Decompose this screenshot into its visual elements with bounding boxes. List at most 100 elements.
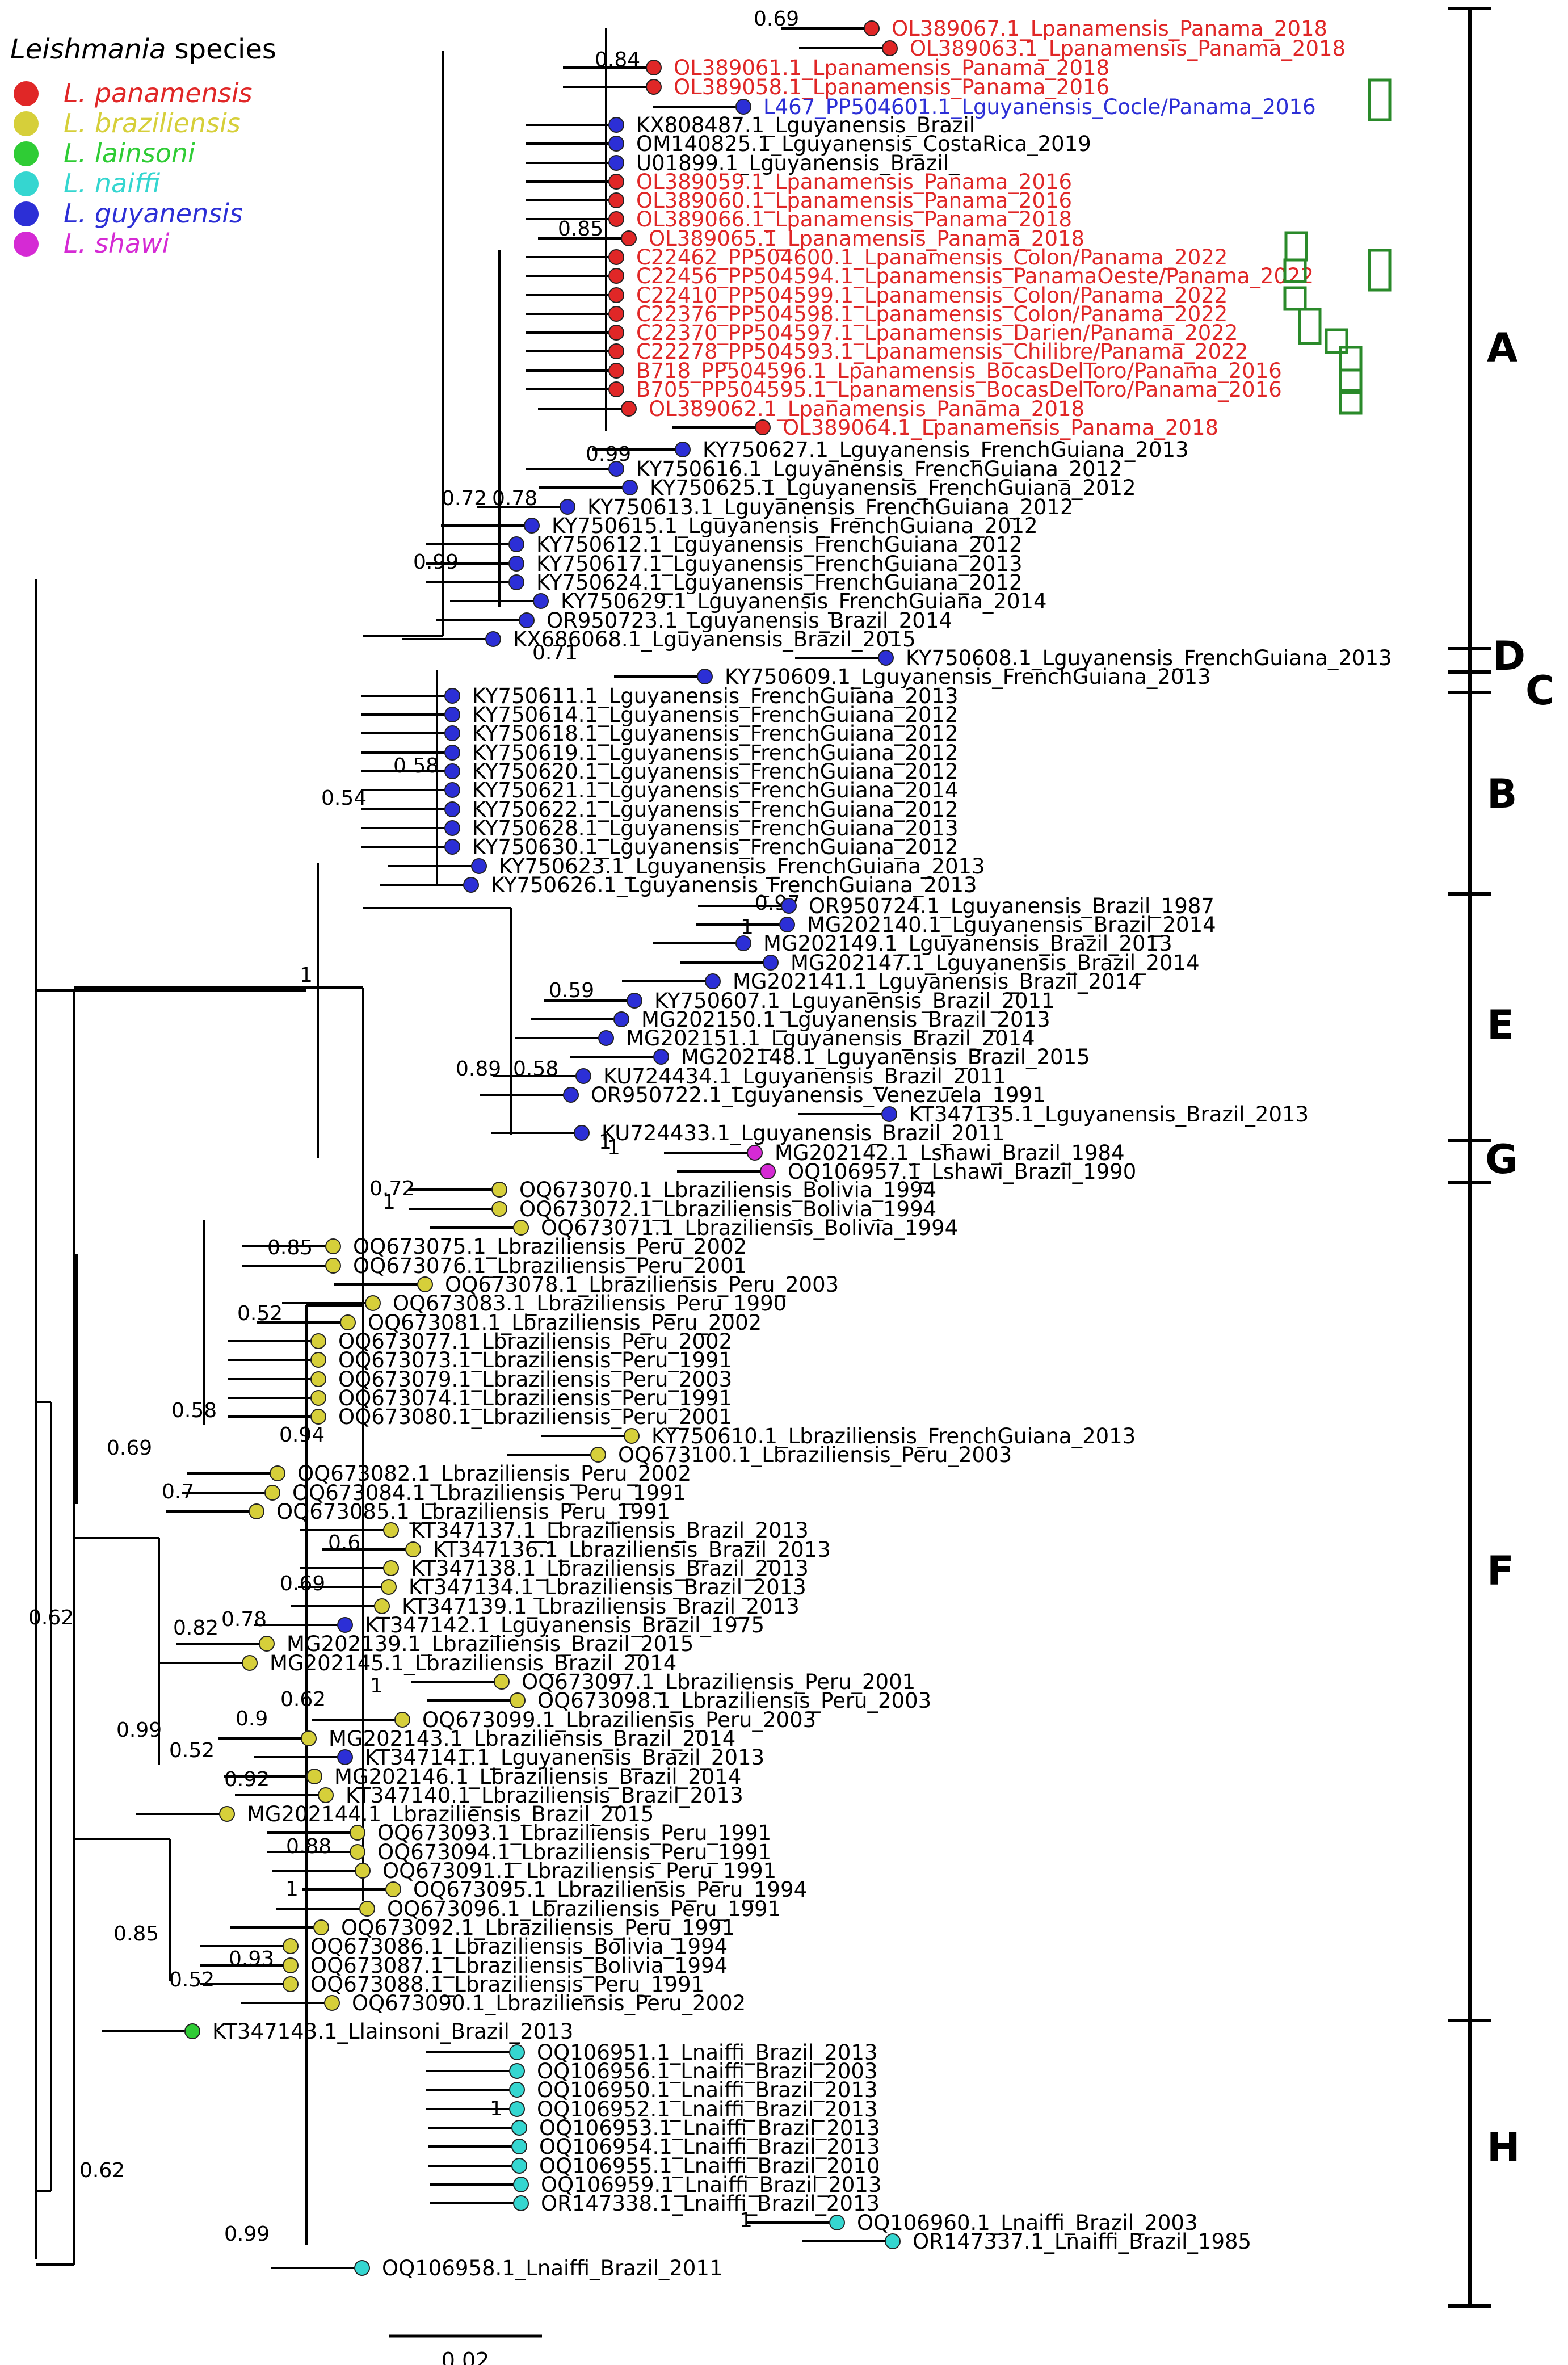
tip-marker: [878, 650, 894, 666]
tip-marker: [184, 2023, 200, 2039]
tip-marker: [310, 1390, 326, 1406]
tip-marker: [608, 363, 624, 379]
tip-marker: [350, 1844, 365, 1860]
tip-marker: [829, 2215, 845, 2230]
support-value: 0.62: [79, 2159, 125, 2182]
tip-label: OQ673090.1_Lbraziliensis_Peru_2002: [352, 1991, 746, 2015]
tip-marker: [608, 174, 624, 190]
tip-label: KX808487.1_Lguyanensis_Brazil: [636, 113, 975, 137]
tip-marker: [444, 839, 460, 855]
tip-marker: [444, 745, 460, 761]
tip-label: OM140825.1_Lguyanensis_CostaRica_2019: [636, 132, 1091, 156]
tip-label: OQ673078.1_Lbraziliensis_Peru_2003: [445, 1272, 839, 1297]
tip-label: KT347143.1_Llainsoni_Brazil_2013: [212, 2019, 573, 2044]
tip-marker: [471, 858, 487, 874]
tip-marker: [283, 1938, 299, 1954]
tip-label: OQ673098.1_Lbraziliensis_Peru_2003: [537, 1688, 931, 1713]
tree-branches: [35, 27, 893, 2269]
tip-label: KY750611.1_Lguyanensis_FrenchGuiana_2013: [472, 684, 959, 708]
clade-label: H: [1487, 2124, 1520, 2171]
tip-marker: [608, 381, 624, 397]
tip-label: OQ106953.1_Lnaiffi_Brazil_2013: [539, 2116, 880, 2140]
tip-label: KT347139.1_Lbraziliensis_Brazil_2013: [402, 1594, 800, 1619]
tip-label: MG202143.1_Lbraziliensis_Brazil_2014: [329, 1727, 735, 1751]
tip-marker: [283, 1976, 299, 1992]
legend-title-rest: species: [166, 33, 276, 65]
support-value: 0.92: [224, 1768, 270, 1791]
tip-marker: [444, 782, 460, 798]
tip-marker: [519, 612, 535, 628]
clade-label: F: [1487, 1548, 1514, 1594]
tip-label: OQ673100.1_Lbraziliensis_Peru_2003: [618, 1443, 1012, 1467]
tip-marker: [444, 688, 460, 704]
tip-marker: [374, 1598, 390, 1614]
tip-marker: [627, 993, 642, 1009]
tip-marker: [509, 2082, 525, 2098]
legend-item-label: L. braziliensis: [64, 108, 241, 138]
clade-label: B: [1487, 771, 1517, 817]
tip-label: B705_PP504595.1_Lpanamensis_BocasDelToro…: [636, 377, 1282, 402]
tip-label: OQ673073.1_Lbraziliensis_Peru_1991: [338, 1348, 732, 1372]
tip-label: OL389065.1_Lpanamensis_Panama_2018: [649, 226, 1084, 251]
tip-marker: [608, 155, 624, 171]
tip-label: OQ106956.1_Lnaiffi_Brazil_2003: [537, 2059, 878, 2083]
tip-marker: [885, 2233, 901, 2249]
tip-label: KT347134.1_Lbraziliensis_Brazil_2013: [409, 1575, 806, 1599]
tip-label: OQ673094.1_Lbraziliensis_Peru_1991: [377, 1840, 771, 1864]
legend-title-genus: Leishmania: [10, 33, 166, 65]
tip-label: B718_PP504596.1_Lpanamensis_BocasDelToro…: [636, 359, 1282, 383]
clade-label: A: [1487, 325, 1517, 371]
support-value: 0.7: [162, 1480, 194, 1503]
tip-label: MG202149.1_Lguyanensis_Brazil_2013: [763, 931, 1172, 956]
tip-marker: [511, 2139, 527, 2154]
legend-swatch: [14, 111, 39, 136]
highlight-box: [1283, 286, 1307, 311]
tip-marker: [697, 669, 713, 684]
tip-marker: [394, 1712, 410, 1728]
tip-marker: [508, 536, 524, 552]
tip-marker: [675, 442, 691, 457]
tip-label: C22410_PP504599.1_Lpanamensis_Colon/Pana…: [636, 283, 1228, 308]
tip-label: KT347141.1_Lguyanensis_Brazil_2013: [365, 1745, 764, 1770]
tip-marker: [735, 99, 751, 115]
tip-label: KY750625.1_Lguyanensis_FrenchGuiana_2012: [650, 476, 1136, 500]
tip-marker: [575, 1068, 591, 1084]
tip-marker: [491, 1182, 507, 1198]
tip-label: MG202147.1_Lguyanensis_Brazil_2014: [791, 951, 1200, 975]
tip-marker: [381, 1579, 397, 1595]
tip-label: MG202145.1_Lbraziliensis_Brazil_2014: [270, 1651, 676, 1675]
tip-label: OQ673080.1_Lbraziliensis_Peru_2001: [338, 1405, 732, 1429]
tip-marker: [365, 1295, 381, 1311]
tip-marker: [760, 1163, 776, 1179]
support-value: 0.89: [456, 1057, 501, 1081]
highlight-box: [1339, 346, 1363, 372]
tip-label: OQ673096.1_Lbraziliensis_Peru_1991: [387, 1897, 781, 1921]
support-value: 0.52: [237, 1302, 283, 1325]
tip-label: OQ673076.1_Lbraziliensis_Peru_2001: [353, 1254, 747, 1278]
tip-label: MG202141.1_Lguyanensis_Brazil_2014: [733, 969, 1142, 994]
tip-label: OQ106954.1_Lnaiffi_Brazil_2013: [539, 2135, 880, 2159]
tip-label: KY750617.1_Lguyanensis_FrenchGuiana_2013: [536, 552, 1023, 576]
tip-marker: [444, 820, 460, 836]
support-value: 0.82: [173, 1616, 218, 1640]
tip-marker: [509, 2044, 525, 2060]
tip-label: OR950723.1_Lguyanensis_Brazil_2014: [547, 608, 952, 633]
tip-marker: [355, 1863, 371, 1879]
tip-marker: [590, 1447, 606, 1463]
support-value: 0.52: [169, 1968, 215, 1992]
tip-label: OQ673087.1_Lbraziliensis_Bolivia_1994: [310, 1954, 728, 1978]
highlight-box: [1339, 389, 1363, 415]
tip-marker: [646, 79, 662, 95]
tip-marker: [560, 499, 575, 515]
tip-label: OR147338.1_Lnaiffi_Brazil_2013: [541, 2191, 880, 2216]
tip-marker: [417, 1276, 433, 1292]
tip-marker: [533, 593, 549, 609]
tip-marker: [444, 725, 460, 741]
tip-label: KY750607.1_Lguyanensis_Brazil_2011: [654, 989, 1055, 1013]
tip-label: C22278_PP504593.1_Lpanamensis_Chilibre/P…: [636, 339, 1248, 364]
clade-label: G: [1485, 1136, 1517, 1183]
tip-marker: [463, 877, 479, 893]
tip-label: OQ106951.1_Lnaiffi_Brazil_2013: [537, 2040, 878, 2065]
support-value: 0.99: [116, 1719, 162, 1742]
